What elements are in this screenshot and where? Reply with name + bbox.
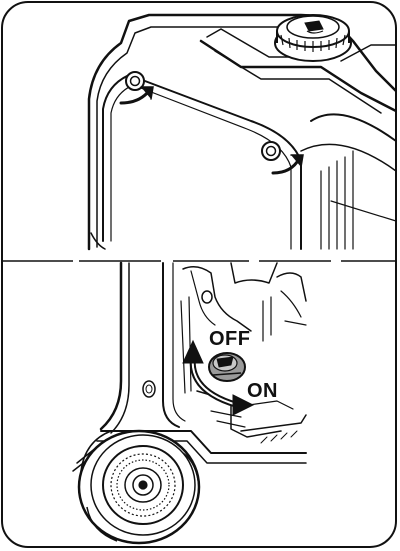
panel-screw-icon [125,71,281,161]
valve-off-label: OFF [209,328,251,350]
housing-frame [99,261,123,431]
side-panel-groove [102,74,302,250]
housing-inner-edge [96,26,298,248]
wheel-icon [77,429,201,545]
rotate-arrow-icon [182,339,255,416]
fuel-cap-icon [274,14,352,62]
fuel-valve-icon [208,352,246,382]
valve-on-label: ON [247,380,278,402]
rotate-arrow-icon [119,86,304,175]
